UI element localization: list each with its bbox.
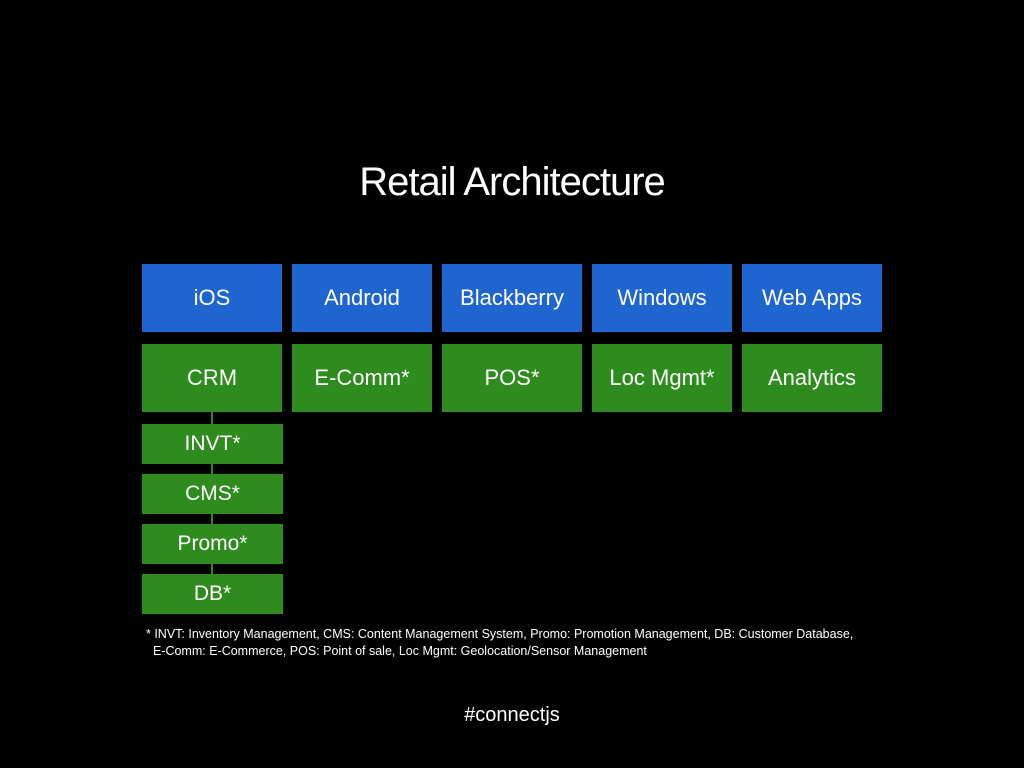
stack-invt: INVT* [142, 424, 283, 464]
platform-android: Android [292, 264, 432, 332]
slide-title: Retail Architecture [359, 160, 666, 204]
platform-blackberry: Blackberry [442, 264, 582, 332]
module-pos: POS* [442, 344, 582, 412]
stack-cms: CMS* [142, 474, 283, 514]
platform-windows: Windows [592, 264, 732, 332]
module-loc-mgmt: Loc Mgmt* [592, 344, 732, 412]
stack-promo: Promo* [142, 524, 283, 564]
footnote: * INVT: Inventory Management, CMS: Conte… [146, 626, 853, 660]
footnote-line-1: * INVT: Inventory Management, CMS: Conte… [146, 627, 854, 641]
platform-web-apps: Web Apps [742, 264, 882, 332]
connector-line [211, 514, 213, 524]
stack-db: DB* [142, 574, 283, 614]
hashtag-label: #connectjs [464, 704, 560, 726]
connector-line [211, 464, 213, 474]
module-crm: CRM [142, 344, 282, 412]
module-analytics: Analytics [742, 344, 882, 412]
footnote-line-2: E-Comm: E-Commerce, POS: Point of sale, … [146, 644, 647, 658]
connector-line [211, 412, 213, 424]
platform-ios: iOS [142, 264, 282, 332]
module-ecomm: E-Comm* [292, 344, 432, 412]
connector-line [211, 564, 213, 574]
